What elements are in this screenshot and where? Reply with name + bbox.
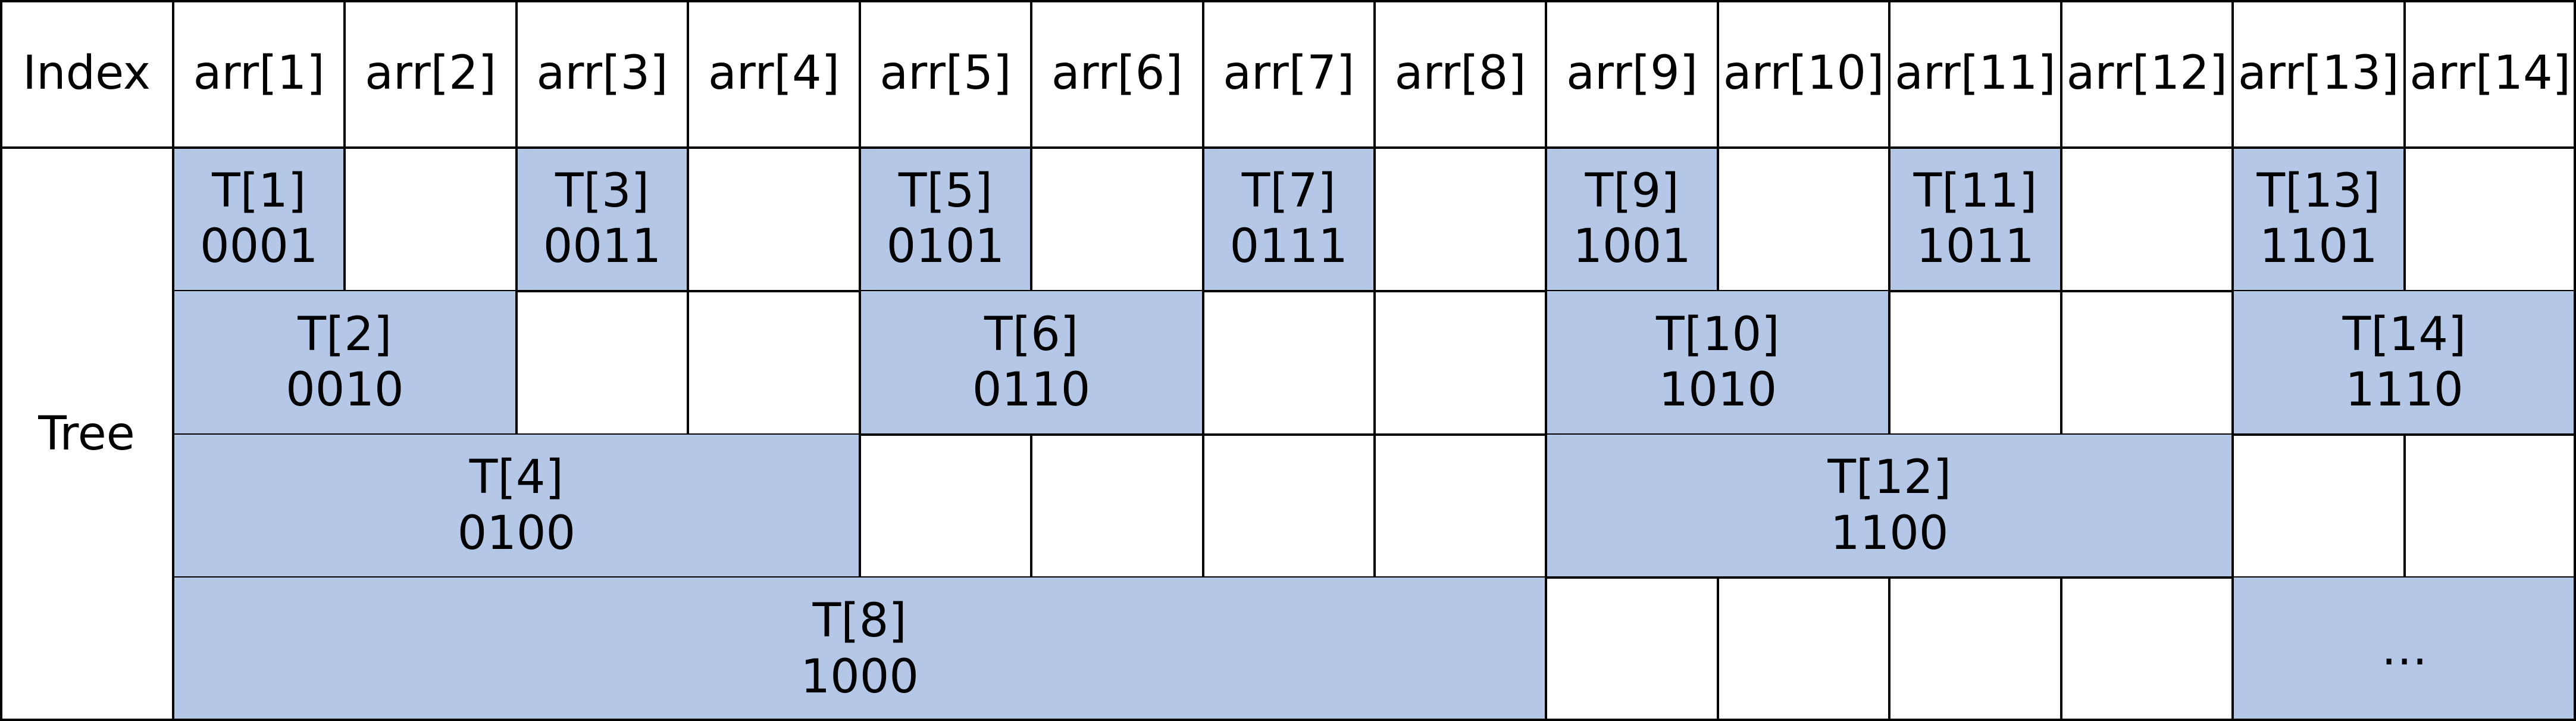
tree-node-name: T[6] [984,307,1079,361]
tree-node-binary: 1100 [1830,506,1949,560]
column-header-9: arr[9] [1566,46,1698,101]
tree-node-binary: 1000 [800,650,919,704]
tree-node-binary: 1001 [1573,220,1691,274]
tree-node-name: T[11] [1913,164,2037,218]
cell-divider [2403,434,2406,578]
tree-node: … [2233,578,2576,721]
tree-node-name: T[4] [469,451,564,505]
column-header-11: arr[11] [1895,46,2056,101]
tree-node-name: T[8] [812,594,907,648]
tree-node-name: T[5] [898,164,993,218]
cell-divider [1888,578,1891,721]
tree-node-name: T[12] [1827,451,1952,505]
cell-divider [1716,578,1719,721]
cell-divider [2059,578,2062,721]
column-header-10: arr[10] [1723,46,1885,101]
tree-node: T[3]0011 [516,148,688,291]
tree-node-name: T[14] [2342,307,2467,361]
column-header-1: arr[1] [193,46,325,101]
cell-divider [2059,291,2062,435]
cell-divider [687,291,690,435]
tree-node-name: T[9] [1585,164,1679,218]
tree-node: T[4]0100 [173,434,860,578]
cell-divider [1373,434,1376,578]
column-header-14: arr[14] [2409,46,2571,101]
column-header-3: arr[3] [536,46,668,101]
column-header-6: arr[6] [1051,46,1183,101]
index-header-label: Index [23,46,151,101]
tree-node-binary: 0111 [1229,220,1348,274]
tree-node-binary: 1011 [1916,220,2034,274]
tree-node-name: T[2] [298,307,392,361]
tree-node-binary: 1010 [1658,363,1777,417]
column-header-12: arr[12] [2066,46,2228,101]
tree-node-name: T[7] [1241,164,1336,218]
tree-row-label: Tree [38,407,135,461]
tree-node: T[9]1001 [1546,148,1718,291]
tree-node: T[10]1010 [1546,291,1890,435]
tree-node: T[13]1101 [2233,148,2405,291]
tree-node-binary: 1110 [2345,363,2464,417]
tree-node: T[7]0111 [1203,148,1375,291]
column-header-2: arr[2] [365,46,497,101]
tree-node-binary: 0100 [457,506,576,560]
tree-node: T[11]1011 [1889,148,2061,291]
tree-node-binary: 1101 [2259,220,2378,274]
column-header-5: arr[5] [879,46,1012,101]
tree-node-name: T[10] [1655,307,1780,361]
column-header-7: arr[7] [1223,46,1355,101]
tree-node: T[12]1100 [1546,434,2233,578]
tree-node-binary: 0101 [886,220,1005,274]
tree-node-binary: 0110 [972,363,1091,417]
tree-node-name: T[3] [555,164,650,218]
cell-divider [1030,434,1033,578]
cell-divider [1373,291,1376,435]
tree-node: T[2]0010 [173,291,517,435]
tree-node-binary: 0001 [199,220,318,274]
tree-node-binary: 0011 [543,220,662,274]
column-header-13: arr[13] [2238,46,2399,101]
tree-node-name: … [2381,622,2428,676]
tree-node-binary: 0010 [286,363,404,417]
tree-node: T[8]1000 [173,578,1547,721]
tree-node-name: T[13] [2256,164,2381,218]
tree-node: T[14]1110 [2233,291,2576,435]
cell-divider [1201,434,1204,578]
tree-node: T[1]0001 [173,148,345,291]
column-header-4: arr[4] [708,46,840,101]
column-header-8: arr[8] [1394,46,1526,101]
tree-node: T[5]0101 [859,148,1032,291]
tree-node-name: T[1] [212,164,306,218]
tree-node: T[6]0110 [859,291,1203,435]
